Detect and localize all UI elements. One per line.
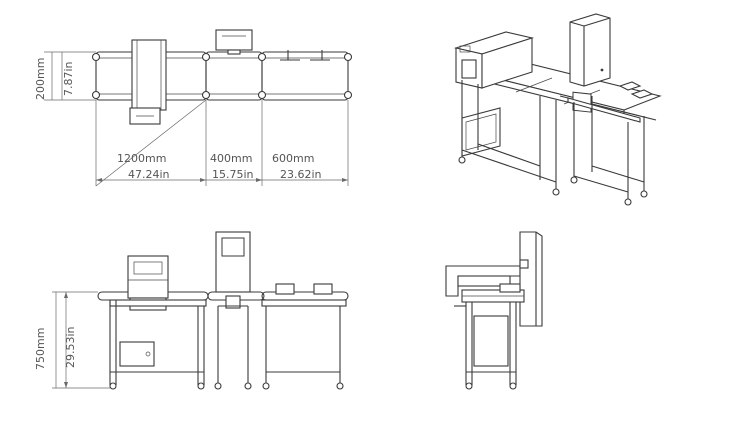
top-rollers — [91, 52, 353, 100]
out-len-mm-label: 600mm — [272, 152, 314, 165]
isometric-view — [453, 13, 662, 206]
side-view — [445, 231, 543, 390]
mid-len-in-label: 15.75in — [212, 168, 254, 181]
front-view: 750mm 29.53in — [34, 231, 349, 390]
feed-len-in-label: 47.24in — [128, 168, 170, 181]
terminal-top — [215, 29, 253, 51]
top-view: 200mm 7.87in 1200mm 47.24in 400mm 15.75i… — [34, 29, 353, 187]
detector-head-top — [131, 39, 167, 111]
detector-head-front — [127, 255, 169, 299]
front-height-in-label: 29.53in — [64, 326, 77, 368]
top-height-mm-label: 200mm — [34, 58, 47, 100]
out-len-in-label: 23.62in — [280, 168, 322, 181]
top-height-in-label: 7.87in — [62, 61, 75, 96]
feed-len-mm-label: 1200mm — [117, 152, 166, 165]
front-height-mm-label: 750mm — [34, 328, 47, 370]
electric-box-front — [119, 341, 155, 367]
mid-len-mm-label: 400mm — [210, 152, 252, 165]
